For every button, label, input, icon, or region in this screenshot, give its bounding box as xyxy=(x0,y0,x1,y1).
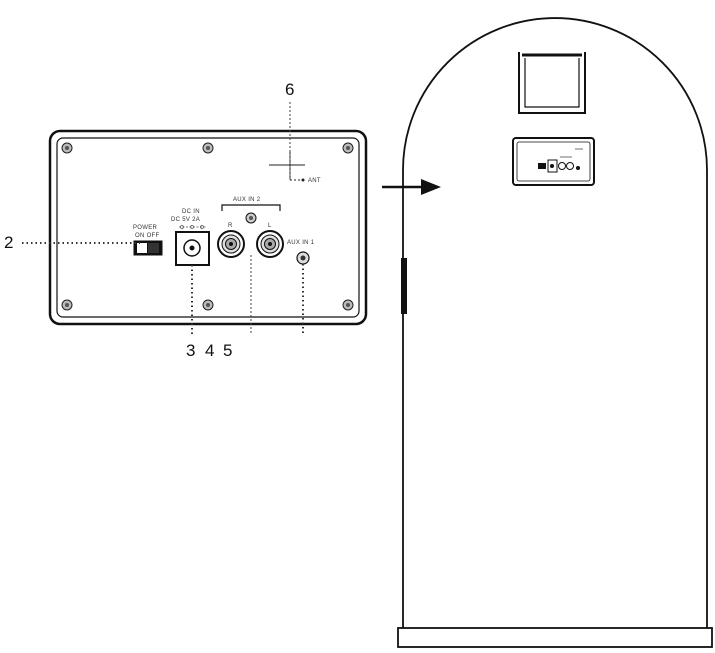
dc-rating-label: DC 5V 2A xyxy=(171,217,200,223)
aux-in-2-label: AUX IN 2 xyxy=(233,197,261,203)
callout-leaders xyxy=(22,102,304,335)
panel-outer-frame xyxy=(48,129,368,326)
callout-4: 4 xyxy=(205,341,214,360)
callout-6: 6 xyxy=(285,80,294,99)
power-label: POWER xyxy=(133,225,158,231)
aux-in-1-jack xyxy=(296,251,310,265)
dc-in-label: DC IN xyxy=(182,209,200,215)
carry-handle xyxy=(518,52,586,114)
aux-in-2-bracket xyxy=(221,204,281,211)
screw-icon xyxy=(342,142,354,154)
callout-3: 3 xyxy=(186,341,195,360)
speaker-body xyxy=(402,17,708,628)
speaker-base xyxy=(397,627,713,648)
callout-2: 2 xyxy=(4,233,13,252)
channel-l-label: L xyxy=(268,223,272,229)
screw-icon xyxy=(202,299,214,311)
speaker-rear-panel-thumb xyxy=(512,137,595,186)
speaker-side-bump xyxy=(401,258,407,314)
dc-in-jack xyxy=(175,231,210,266)
panel-inner-frame xyxy=(56,137,360,318)
aux-in-1-label: AUX IN 1 xyxy=(287,240,315,246)
screw-icon xyxy=(202,142,214,154)
ant-label: ANT xyxy=(308,178,321,184)
dc-polarity-icon xyxy=(179,225,206,229)
rca-jack-r xyxy=(217,230,245,258)
antenna-marker xyxy=(269,152,305,182)
screw-icon xyxy=(342,299,354,311)
on-off-label: ON OFF xyxy=(135,233,159,239)
speaker-rear-view xyxy=(397,17,713,648)
screw-icon xyxy=(61,299,73,311)
screw-icon xyxy=(61,142,73,154)
channel-r-label: R xyxy=(228,223,233,229)
callout-5: 5 xyxy=(223,341,232,360)
aux-in-2-small-jack xyxy=(245,212,257,224)
arrow-right-icon xyxy=(382,179,441,195)
rca-jack-l xyxy=(256,230,284,258)
power-switch xyxy=(133,240,163,256)
rear-panel-detail: ANT POWER ON OFF DC IN DC 5V 2A AUX IN 2 xyxy=(48,129,368,326)
